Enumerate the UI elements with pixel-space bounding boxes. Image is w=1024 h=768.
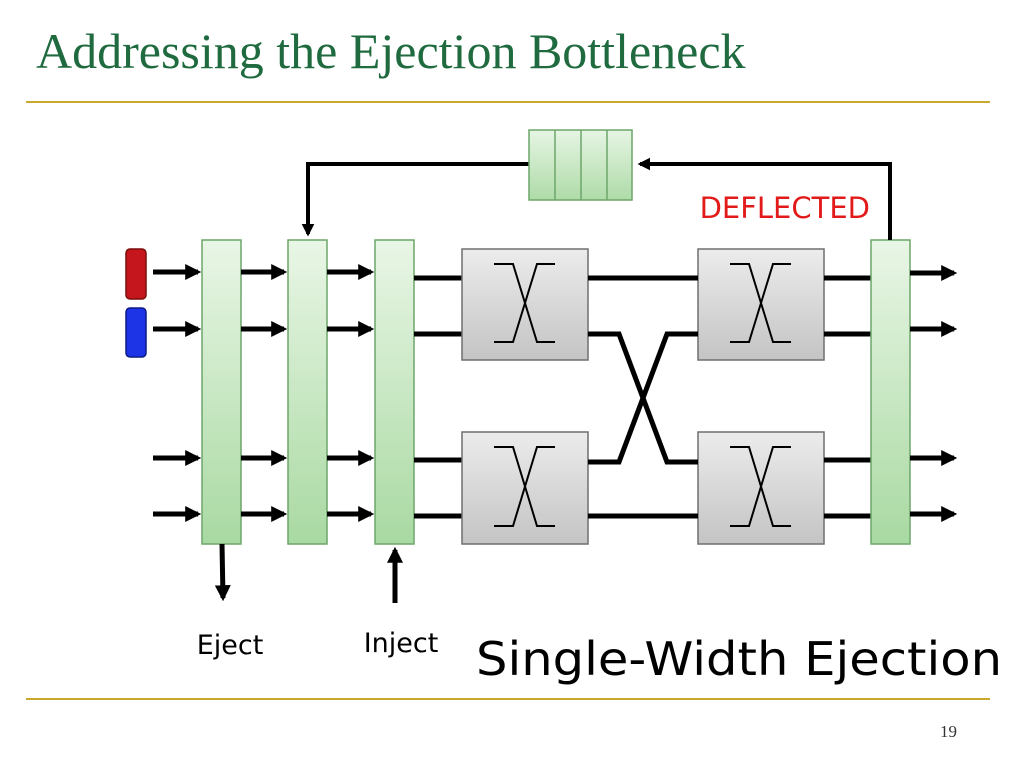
router-switch-bottom-left — [461, 431, 589, 545]
router-switch-top-right — [697, 248, 825, 361]
input-arrows — [153, 263, 202, 523]
eject-label: Eject — [197, 630, 264, 661]
output-stage — [870, 239, 911, 545]
page-number: 19 — [940, 722, 957, 741]
router-switch-bottom-right — [697, 431, 825, 545]
title-underline — [26, 101, 990, 103]
router-output-links — [824, 275, 871, 519]
router-input-links — [414, 275, 462, 519]
stage-to-inject-arrows — [327, 263, 375, 523]
eject-to-buffer-arrows — [241, 263, 288, 523]
inject-label: Inject — [364, 628, 439, 659]
blue-flit — [125, 307, 147, 358]
router-switch-top-left — [461, 248, 589, 361]
eject-arrow — [214, 543, 231, 602]
footer-rule — [26, 698, 990, 700]
slide-title: Addressing the Ejection Bottleneck — [36, 23, 746, 79]
inject-stage — [374, 239, 415, 545]
reinject-stage — [287, 239, 328, 545]
diagram-caption: Single-Width Ejection — [476, 632, 1002, 686]
output-arrows — [910, 264, 958, 523]
eject-stage — [201, 239, 242, 545]
deflection-feedback-path — [301, 157, 892, 240]
deflected-label: DEFLECTED — [700, 191, 870, 225]
red-flit — [125, 248, 147, 300]
inter-router-links — [588, 275, 698, 519]
side-buffer — [528, 129, 633, 201]
